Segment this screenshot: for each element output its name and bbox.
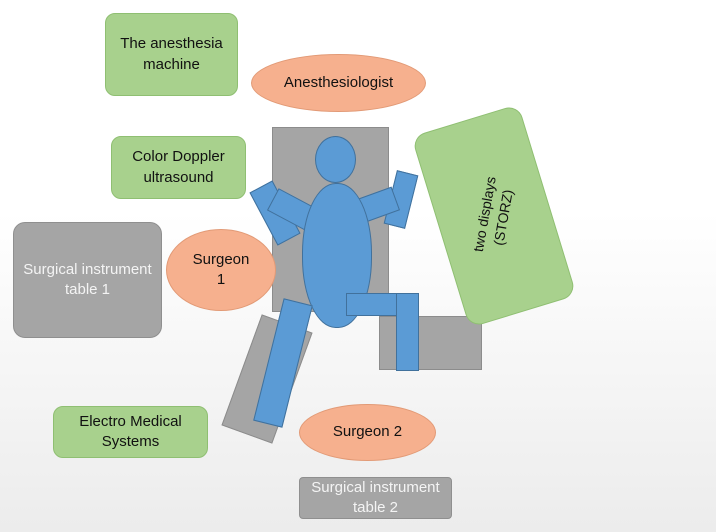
leg-rest-right bbox=[379, 316, 482, 370]
anesthesia-machine-box: The anesthesia machine bbox=[105, 13, 238, 96]
patient-right-shin bbox=[396, 293, 419, 371]
two-displays-label: two displays (STORZ) bbox=[469, 175, 516, 254]
electro-medical-box: Electro Medical Systems bbox=[53, 406, 208, 458]
patient-head bbox=[315, 136, 356, 183]
surgical-instrument-table-2: Surgical instrument table 2 bbox=[299, 477, 452, 519]
surgeon-2-ellipse: Surgeon 2 bbox=[299, 404, 436, 461]
two-displays-box: two displays (STORZ) bbox=[411, 103, 577, 329]
surgical-instrument-table-1: Surgical instrument table 1 bbox=[13, 222, 162, 338]
surgeon-1-ellipse: Surgeon 1 bbox=[166, 229, 276, 311]
anesthesiologist-ellipse: Anesthesiologist bbox=[251, 54, 426, 112]
color-doppler-box: Color Doppler ultrasound bbox=[111, 136, 246, 199]
